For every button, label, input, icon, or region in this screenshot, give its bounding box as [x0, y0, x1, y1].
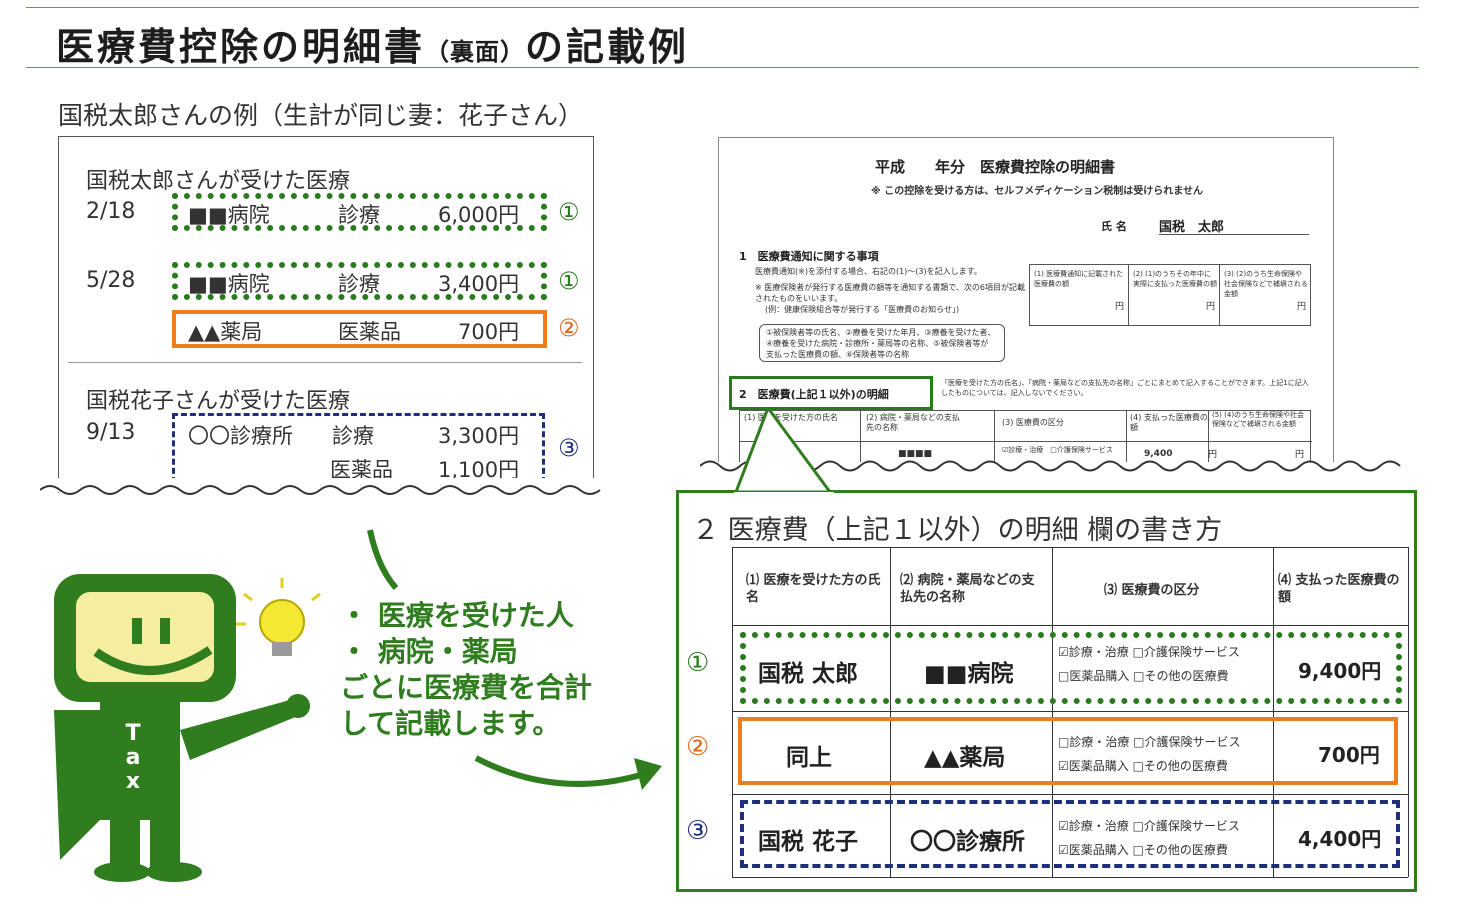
form-name-label: 氏 名	[1101, 220, 1127, 233]
taro-heading: 国税太郎さんが受けた医療	[86, 169, 351, 194]
form-sec1-bracket: ①被保険者等の氏名、②療養を受けた年月、③療養を受けた者、 ④療養を受けた病院・…	[759, 324, 1005, 362]
panel-row1-marker: ①	[686, 648, 710, 678]
row2-amount: 3,400円	[438, 272, 520, 296]
row3-place: ▲▲薬局	[188, 320, 263, 344]
panel-row2-place: ▲▲薬局	[924, 745, 1006, 771]
row4-amount: 3,300円	[438, 424, 520, 448]
row2-date: 5/28	[86, 268, 136, 293]
row3-marker: ②	[558, 314, 580, 342]
panel-row1-amount: 9,400円	[1298, 659, 1382, 683]
row1-amount: 6,000円	[438, 203, 520, 227]
row1-highlight-box	[172, 193, 547, 231]
callout-arrow	[367, 529, 662, 790]
row1-marker: ①	[558, 198, 580, 226]
panel-row1-place: ■■病院	[924, 661, 1014, 687]
form-sec1-text1: 医療費通知(※)を添付する場合、右記の(1)～(3)を記入します。	[755, 267, 982, 276]
mascot-tax-label: Tax	[125, 721, 141, 794]
zoom-pointer	[733, 408, 834, 494]
panel-row2-kubun2: ☑医薬品購入 □その他の医療費	[1058, 759, 1228, 773]
panel-row3-highlight	[740, 800, 1400, 868]
page-title: 医療費控除の明細書（裏面）の記載例	[56, 25, 690, 69]
row2-highlight-box	[172, 262, 547, 300]
form-thumbnail: 平成 年分 医療費控除の明細書 ※ この控除を受ける方は、セルフメディケーション…	[718, 137, 1334, 464]
header-rule-top	[26, 7, 1419, 8]
col-header-kubun: ⑶ 医療費の区分	[1104, 583, 1200, 598]
row2-marker: ①	[558, 267, 580, 295]
mascot-line-1: ごとに医療費を合計	[340, 671, 593, 704]
panel-row3-amount: 4,400円	[1298, 827, 1382, 851]
form-title: 平成 年分 医療費控除の明細書	[875, 158, 1116, 176]
row2-place: ■■病院	[188, 272, 270, 296]
panel-row3-place: 〇〇診療所	[910, 829, 1025, 855]
panel-row1-highlight	[740, 632, 1402, 704]
panel-row2-highlight	[738, 717, 1398, 785]
row4-date: 9/13	[86, 420, 136, 445]
row1-kind: 診療	[338, 203, 380, 227]
hanako-heading: 国税花子さんが受けた医療	[86, 389, 351, 414]
form-sec1-col2: (2) (1)のうちその年中に実際に支払った医療費の額 円	[1128, 264, 1220, 326]
row4-kind: 診療	[332, 424, 374, 448]
panel-row2-name: 同上	[786, 745, 832, 771]
row3-kind: 医薬品	[338, 320, 401, 344]
row4-marker: ③	[558, 434, 580, 462]
row3-highlight-box	[172, 310, 547, 348]
form-sec2-table: (1) 医療を受けた方の氏名 (2) 病院・薬局などの支払先の名称 (3) 医療…	[739, 410, 1312, 463]
form-sec1-col3: (3) (2)のうち生命保険や社会保険などで補塡される金額 円	[1219, 264, 1311, 326]
form-name-underline	[1159, 234, 1309, 235]
col-header-amount: ⑷ 支払った医療費の額	[1278, 573, 1400, 605]
panel-row1-name: 国税 太郎	[758, 661, 859, 687]
mascot-bullet-2: ・ 病院・薬局	[340, 635, 518, 668]
panel-title: ２ 医療費（上記１以外）の明細 欄の書き方	[692, 515, 1223, 546]
panel-row3-marker: ③	[686, 816, 710, 846]
panel-row2-kubun1: □診療・治療 □介護保険サービス	[1058, 735, 1241, 749]
torn-edge-right	[700, 460, 1412, 482]
form-sec1-title: 1 医療費通知に関する事項	[739, 250, 879, 263]
detail-panel	[676, 490, 1417, 892]
form-sec1-col1: (1) 医療費通知に記載された医療費の額 円	[1029, 264, 1129, 326]
panel-row2-marker: ②	[686, 732, 710, 762]
form-sec1-text2: ※ 医療保険者が発行する医療費の額等を通知する書類で、次の6項目が記載されたもの…	[755, 283, 1026, 303]
panel-row3-kubun1: ☑診療・治療 □介護保険サービス	[1058, 819, 1240, 833]
form-sec1-text3: (例：健康保険組合等が発行する「医療費のお知らせ」)	[765, 305, 960, 314]
tax-mascot	[54, 574, 321, 882]
panel-row3-name: 国税 花子	[758, 829, 859, 855]
mascot-line-2: して記載します。	[340, 707, 561, 740]
form-sec2-highlight	[729, 376, 933, 410]
panel-row3-kubun2: ☑医薬品購入 □その他の医療費	[1058, 843, 1228, 857]
row4-place: 〇〇診療所	[188, 424, 293, 448]
panel-row1-kubun1: ☑診療・治療 □介護保険サービス	[1058, 645, 1240, 659]
col-header-name: ⑴ 医療を受けた方の氏名	[746, 573, 881, 605]
panel-row2-amount: 700円	[1318, 743, 1380, 767]
torn-edge-left	[40, 478, 610, 495]
row1-place: ■■病院	[188, 203, 270, 227]
col-header-payee: ⑵ 病院・薬局などの支払先の名称	[900, 573, 1035, 605]
header-rule-bottom	[26, 67, 1419, 68]
form-sec2-note: 「医療を受けた方の氏名」、「病院・薬局などの支払先の名称」ごとにまとめて記入する…	[941, 379, 1309, 397]
form-sec2-title: 2 医療費(上記１以外)の明細	[739, 388, 889, 401]
form-note: ※ この控除を受ける方は、セルフメディケーション税制は受けられません	[871, 186, 1204, 197]
row1-date: 2/18	[86, 199, 136, 224]
panel-row1-kubun2: □医薬品購入 □その他の医療費	[1058, 669, 1229, 683]
example-divider	[68, 362, 582, 363]
row2-kind: 診療	[338, 272, 380, 296]
mascot-bullet-1: ・ 医療を受けた人	[340, 599, 574, 632]
row3-amount: 700円	[458, 320, 520, 344]
form-name-value: 国税 太郎	[1159, 220, 1225, 235]
example-subtitle: 国税太郎さんの例（生計が同じ妻：花子さん）	[58, 101, 584, 130]
